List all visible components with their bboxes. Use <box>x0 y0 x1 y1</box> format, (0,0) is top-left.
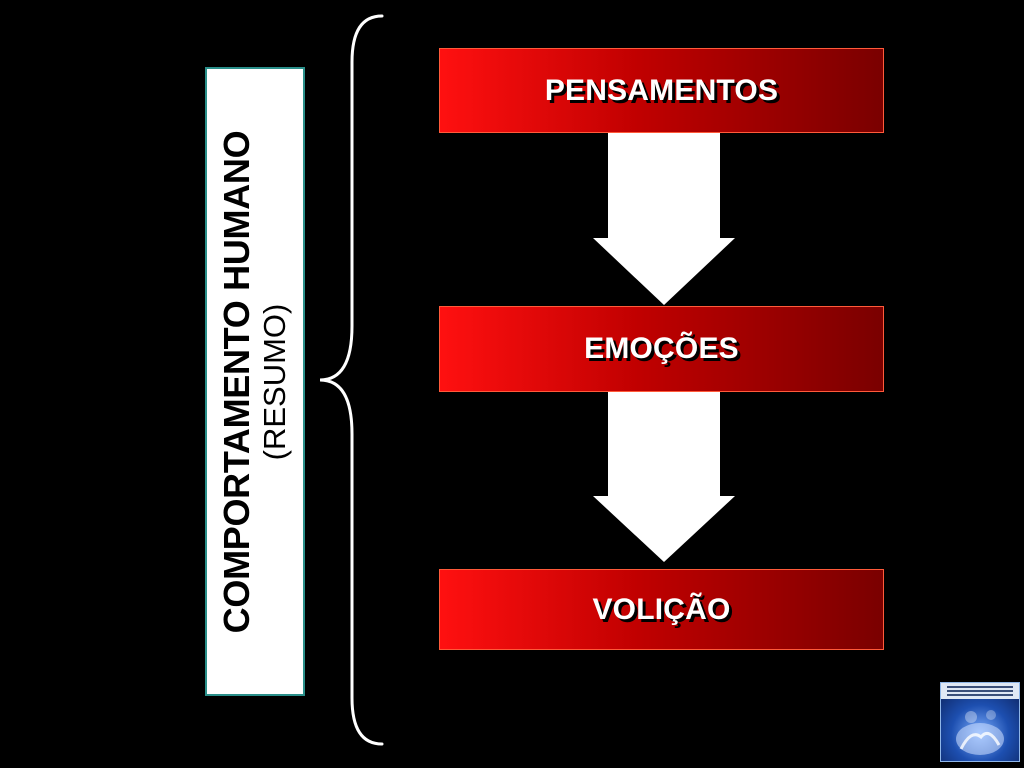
title-rotated-text: COMPORTAMENTO HUMANO (RESUMO) <box>209 72 301 692</box>
flow-box-emocoes: EMOÇÕES <box>439 306 884 392</box>
curly-brace-icon <box>319 14 384 746</box>
flow-box-label: VOLIÇÃO <box>592 592 731 626</box>
logo-icon <box>940 682 1020 762</box>
flow-box-label: EMOÇÕES <box>584 332 739 365</box>
title-main: COMPORTAMENTO HUMANO <box>216 130 258 633</box>
flow-box-volicao: VOLIÇÃO <box>439 569 884 650</box>
down-arrow-icon <box>593 392 735 562</box>
hand-icon <box>956 710 1004 755</box>
title-subtitle: (RESUMO) <box>256 303 292 460</box>
down-arrow-icon <box>593 133 735 305</box>
flow-box-pensamentos: PENSAMENTOS <box>439 48 884 133</box>
flow-box-label: PENSAMENTOS <box>544 73 779 107</box>
title-box: COMPORTAMENTO HUMANO (RESUMO) <box>205 67 305 696</box>
